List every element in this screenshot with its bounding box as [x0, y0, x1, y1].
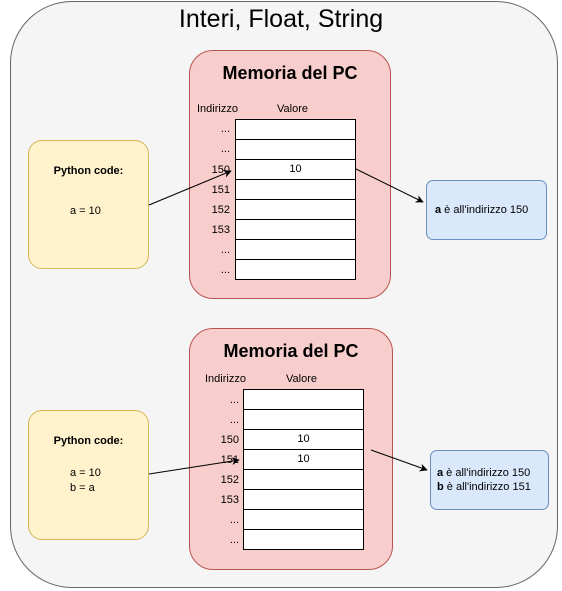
note-line: b è all'indirizzo 151 [437, 481, 531, 493]
memory-title: Memoria del PC [223, 341, 359, 361]
address-label: ... [229, 534, 239, 546]
code-line: a = 10 [70, 205, 101, 217]
code-title: Python code: [53, 165, 124, 177]
value-header: Valore [286, 373, 317, 385]
address-label: 151 [211, 184, 230, 196]
python-code-box-2: Python code: a = 10 b = a [28, 410, 149, 540]
address-label: 150 [220, 434, 239, 446]
address-label: 152 [211, 204, 230, 216]
arrow-memory-to-note-1 [355, 168, 424, 203]
python-code-box-1: Python code: a = 10 [28, 140, 149, 269]
address-header: Indirizzo [205, 373, 246, 385]
page-title: Interi, Float, String [178, 5, 384, 33]
address-header: Indirizzo [197, 103, 238, 115]
note-line: a è all'indirizzo 150 [435, 204, 529, 216]
arrow-code-to-memory-1 [148, 170, 232, 206]
address-label: ... [220, 264, 230, 276]
address-label: ... [229, 514, 239, 526]
memory-title: Memoria del PC [222, 63, 358, 83]
address-note-2: a è all'indirizzo 150 b è all'indirizzo … [430, 450, 549, 510]
address-label: 152 [220, 474, 239, 486]
code-line: a = 10 [70, 467, 101, 479]
arrow-memory-to-note-2 [370, 449, 428, 472]
arrow-code-to-memory-2 [148, 457, 240, 475]
address-note-1: a è all'indirizzo 150 [426, 180, 547, 240]
address-label: 153 [220, 494, 239, 506]
address-label: 153 [211, 224, 230, 236]
address-label: ... [220, 244, 230, 256]
memory-cell [235, 259, 356, 280]
note-line: a è all'indirizzo 150 [437, 467, 531, 479]
address-label: ... [229, 394, 239, 406]
memory-cell [243, 529, 364, 550]
code-title: Python code: [53, 435, 124, 447]
value-header: Valore [277, 103, 308, 115]
address-label: ... [229, 414, 239, 426]
code-line: b = a [70, 482, 95, 494]
address-label: ... [220, 143, 230, 155]
address-label: ... [220, 123, 230, 135]
